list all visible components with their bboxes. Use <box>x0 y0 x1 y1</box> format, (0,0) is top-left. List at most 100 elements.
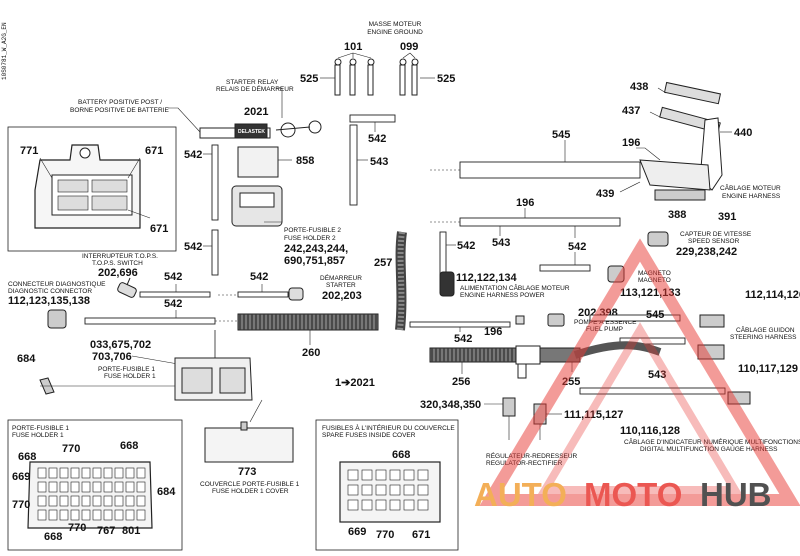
watermark-auto: AUTO <box>474 476 567 513</box>
fuse-slot <box>114 495 124 507</box>
callout-110-a: 110,117,129 <box>738 363 798 375</box>
conduit-260 <box>237 313 379 331</box>
callout-703: 703,706 <box>92 351 132 363</box>
fuse-slot <box>70 509 80 521</box>
callout-388: 388 <box>668 209 686 221</box>
fuse-slot <box>389 469 401 481</box>
fuse-slot <box>375 499 387 511</box>
fuse-slot <box>81 509 91 521</box>
fuse-slot <box>389 484 401 496</box>
callout-542-v1: 542 <box>184 149 202 161</box>
callout-770-c: 770 <box>68 522 86 534</box>
callout-542-h3: 542 <box>250 271 268 283</box>
callout-684-b: 684 <box>157 486 176 498</box>
fuse-slot <box>81 481 91 493</box>
fuse-slot <box>48 481 58 493</box>
fuse-holder-1 <box>174 357 253 401</box>
fuse-slot <box>136 495 146 507</box>
fuse-slot <box>70 467 80 479</box>
label-starter-en: STARTER <box>326 282 356 289</box>
side-code: 10S0781_W_A2G_EN <box>1 22 8 80</box>
fuse-slot <box>92 481 102 493</box>
callout-440: 440 <box>734 127 752 139</box>
label-fuelpump-en: FUEL PUMP <box>586 326 623 333</box>
fuse-slot <box>125 481 135 493</box>
fuse-slot <box>136 509 146 521</box>
label-speed-en: SPEED SENSOR <box>688 238 740 245</box>
label-diag-en: DIAGNOSTIC CONNECTOR <box>8 288 92 295</box>
callout-101: 101 <box>344 41 362 53</box>
fuse-slot <box>347 484 359 496</box>
callout-668-a: 668 <box>120 440 138 452</box>
callout-542-h1: 542 <box>164 271 182 283</box>
callout-437: 437 <box>622 105 640 117</box>
tops-switch <box>117 277 137 298</box>
label-spare-en: SPARE FUSES INSIDE COVER <box>322 432 416 439</box>
fuse-slot <box>59 481 69 493</box>
label-fusebox-fr: PORTE-FUSIBLE 1 <box>12 425 69 432</box>
callout-525-a: 525 <box>300 73 318 85</box>
diag-connector <box>47 309 67 329</box>
fuse-slot <box>103 467 113 479</box>
callout-801: 801 <box>122 525 140 537</box>
callout-438: 438 <box>630 81 648 93</box>
label-steering-fr: CÂBLAGE GUIDON <box>736 325 795 334</box>
fuel-pump-connector <box>547 313 565 327</box>
callout-202-a: 202,696 <box>98 267 138 279</box>
callout-668-d: 668 <box>392 449 410 461</box>
callout-196-a: 196 <box>516 197 534 209</box>
callout-668-b: 668 <box>18 451 36 463</box>
callout-542-p: 542 <box>454 333 472 345</box>
callout-229: 229,238,242 <box>676 246 737 258</box>
callout-110-b: 110,116,128 <box>620 425 680 437</box>
callout-542-m: 542 <box>457 240 475 252</box>
callout-773: 773 <box>238 466 256 478</box>
watermark-hub: HUB <box>700 476 772 513</box>
callout-542-top: 542 <box>368 133 386 145</box>
fuse-slot <box>375 469 387 481</box>
callout-112-a: 112,123,135,138 <box>8 295 90 307</box>
ground-wires <box>349 114 396 206</box>
callout-2021: 2021 <box>244 106 268 118</box>
fuse-slot <box>37 481 47 493</box>
callout-391: 391 <box>718 211 736 223</box>
fuse-slot <box>417 469 429 481</box>
automotohub-watermark: AUTO MOTO HUB <box>474 238 800 513</box>
speed-sensor <box>647 231 669 247</box>
label-fuse1-fr: PORTE-FUSIBLE 1 <box>98 366 155 373</box>
fuse-holder-2 <box>231 146 283 227</box>
callout-690: 690,751,857 <box>284 255 345 267</box>
power-connector <box>439 271 455 297</box>
callout-112-b: 112,122,134 <box>456 272 517 284</box>
label-battery-fr: BATTERY POSITIVE POST / <box>78 99 162 106</box>
label-fuse2-en: FUSE HOLDER 2 <box>284 235 336 242</box>
callout-543-top: 543 <box>370 156 388 168</box>
fuse-slot <box>59 509 69 521</box>
watermark-moto: MOTO <box>584 476 682 513</box>
fuse-holder-cover <box>204 421 294 463</box>
fuse-slot <box>361 469 373 481</box>
label-masse-en: ENGINE GROUND <box>367 29 423 36</box>
callout-858: 858 <box>296 155 314 167</box>
engine-harness-connectors <box>639 81 723 201</box>
label-cover-en: FUSE HOLDER 1 COVER <box>212 488 289 495</box>
connector-inset <box>7 126 177 252</box>
callout-256: 256 <box>452 376 470 388</box>
callout-542-h2: 542 <box>164 298 182 310</box>
fuse-slot <box>417 484 429 496</box>
callout-671-b: 671 <box>150 223 168 235</box>
callout-543-b: 543 <box>648 369 666 381</box>
label-power-en: ENGINE HARNESS POWER <box>460 292 545 299</box>
callout-545: 545 <box>552 129 570 141</box>
callout-668-c: 668 <box>44 531 62 543</box>
conduit-256 <box>429 341 662 379</box>
fuse-slot <box>48 467 58 479</box>
callout-684-a: 684 <box>17 353 36 365</box>
label-engine-harness-fr: CÂBLAGE MOTEUR <box>720 183 781 192</box>
callout-242: 242,243,244, <box>284 243 348 255</box>
callout-770-b: 770 <box>12 499 30 511</box>
label-regulator-fr: RÉGULATEUR-REDRESSEUR <box>486 451 578 460</box>
fuse-slot <box>59 495 69 507</box>
callout-1-2021: 1➔2021 <box>335 377 375 389</box>
